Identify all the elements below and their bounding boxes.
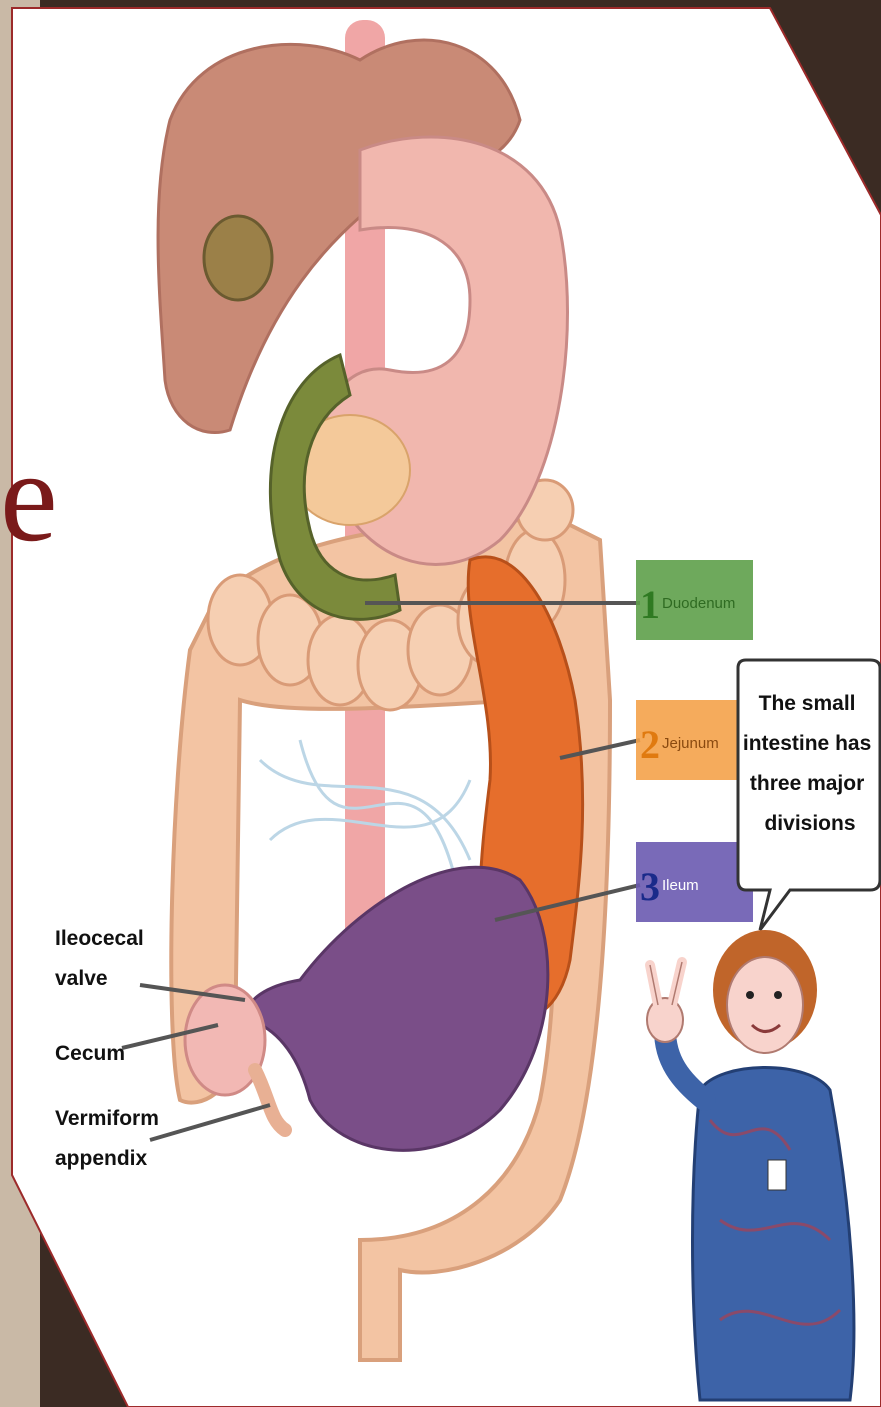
nurse-scrubs: [693, 1068, 854, 1401]
nurse-hand: [647, 998, 683, 1042]
division-number-1: 1: [640, 582, 660, 627]
speech-bubble: The small intestine has three major divi…: [738, 660, 880, 930]
division-number-3: 3: [640, 864, 660, 909]
label-cecum: Cecum: [55, 1042, 125, 1065]
nurse-face: [727, 957, 803, 1053]
division-name-jejunum: Jejunum: [662, 735, 719, 752]
gallbladder: [204, 216, 272, 300]
title-fragment: e: [0, 425, 58, 569]
division-number-2: 2: [640, 722, 660, 767]
division-name-duodenum: Duodenum: [662, 595, 735, 612]
division-name-ileum: Ileum: [662, 877, 699, 894]
